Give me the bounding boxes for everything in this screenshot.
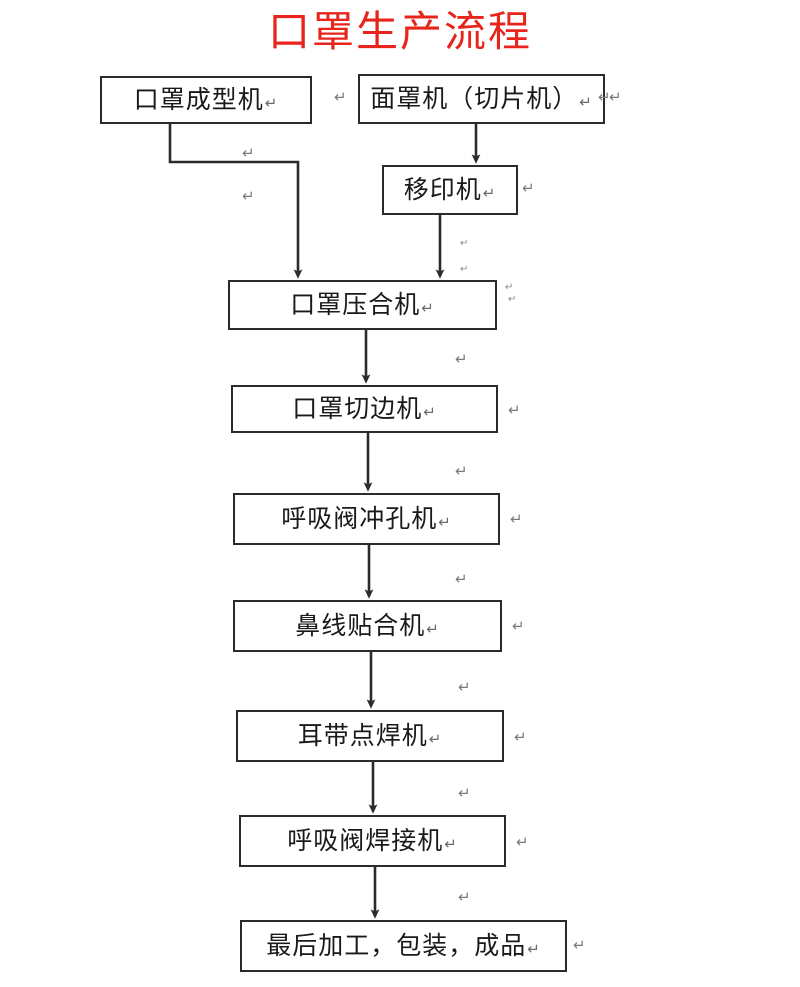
node-label: 耳带点焊机 (297, 720, 428, 750)
paragraph-mark-icon: ↵ (514, 728, 527, 746)
paragraph-mark-icon: ↵ (423, 402, 437, 421)
paragraph-mark-icon: ↵ (505, 282, 514, 293)
paragraph-mark-icon: ↵ (573, 936, 586, 954)
node-label: 呼吸阀冲孔机 (281, 503, 438, 533)
node-final-packaging[interactable]: 最后加工，包装，成品↵ (240, 920, 567, 972)
paragraph-mark-icon: ↵ (516, 833, 529, 851)
node-label: 呼吸阀焊接机 (287, 825, 444, 855)
paragraph-mark-icon: ↵ (458, 784, 471, 802)
paragraph-mark-icon: ↵ (579, 92, 593, 111)
node-label: 最后加工，包装，成品 (266, 930, 527, 960)
node-nose-wire-laminator[interactable]: 鼻线贴合机↵ (233, 600, 502, 652)
paragraph-mark-icon: ↵ (527, 939, 541, 958)
node-face-mask-slicer[interactable]: 面罩机（切片机）↵ (358, 74, 605, 124)
paragraph-mark-icon: ↵ (444, 834, 458, 853)
paragraph-mark-icon: ↵ (508, 401, 521, 419)
node-mask-edge-cutter[interactable]: 口罩切边机↵ (231, 385, 498, 433)
node-pad-printing-machine[interactable]: 移印机↵ (382, 165, 518, 215)
node-valve-punching-machine[interactable]: 呼吸阀冲孔机↵ (233, 493, 500, 545)
node-label: 口罩成型机 (133, 84, 264, 114)
paragraph-mark-icon: ↵ (512, 617, 525, 635)
paragraph-mark-icon: ↵ (609, 88, 622, 106)
edge-forming-to-pressing (168, 124, 303, 279)
paragraph-mark-icon: ↵ (598, 88, 611, 106)
paragraph-mark-icon: ↵ (264, 93, 279, 112)
node-label: 面罩机（切片机） (370, 83, 579, 113)
paragraph-mark-icon: ↵ (334, 88, 347, 106)
node-label: 移印机 (403, 174, 482, 204)
paragraph-mark-icon: ↵ (455, 350, 468, 368)
paragraph-mark-icon: ↵ (438, 512, 452, 531)
paragraph-mark-icon: ↵ (510, 510, 523, 528)
paragraph-mark-icon: ↵ (428, 729, 443, 748)
node-valve-welding-machine[interactable]: 呼吸阀焊接机↵ (239, 815, 506, 867)
node-mask-forming-machine[interactable]: 口罩成型机↵ (100, 76, 312, 124)
paragraph-mark-icon: ↵ (455, 570, 468, 588)
paragraph-mark-icon: ↵ (421, 298, 435, 317)
paragraph-mark-icon: ↵ (458, 888, 471, 906)
node-label: 口罩切边机 (292, 393, 423, 423)
paragraph-mark-icon: ↵ (460, 264, 469, 275)
paragraph-mark-icon: ↵ (455, 462, 468, 480)
node-mask-pressing-machine[interactable]: 口罩压合机↵ (228, 280, 497, 330)
paragraph-mark-icon: ↵ (242, 144, 255, 162)
paragraph-mark-icon: ↵ (458, 678, 471, 696)
node-label: 口罩压合机 (290, 289, 421, 319)
node-label: 鼻线贴合机 (295, 610, 426, 640)
paragraph-mark-icon: ↵ (508, 294, 517, 305)
paragraph-mark-icon: ↵ (482, 183, 497, 202)
paragraph-mark-icon: ↵ (242, 187, 255, 205)
page-title: 口罩生产流程 (267, 7, 532, 56)
node-earloop-spot-welder[interactable]: 耳带点焊机↵ (236, 710, 504, 762)
paragraph-mark-icon: ↵ (426, 619, 440, 638)
paragraph-mark-icon: ↵ (460, 238, 469, 249)
paragraph-mark-icon: ↵ (522, 179, 535, 197)
